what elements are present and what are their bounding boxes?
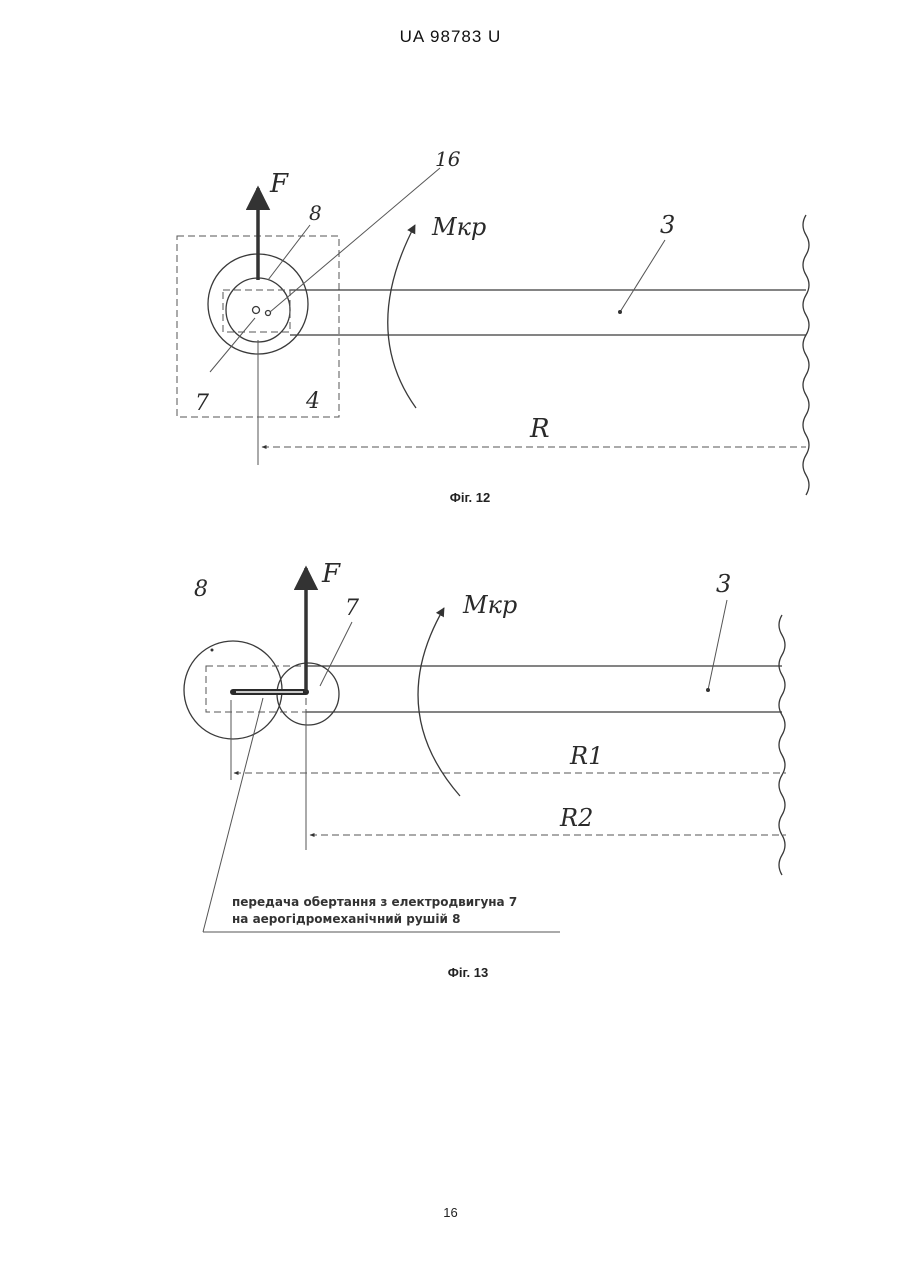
- label-force: F: [269, 169, 289, 199]
- figure-12: F 16 8 Mкр 3 7 4 R: [177, 147, 809, 495]
- label-radius-1: R1: [569, 742, 603, 770]
- torque-arrow: [418, 608, 460, 796]
- torque-arrow: [388, 225, 416, 408]
- label-7: 7: [195, 391, 209, 416]
- label-torque: Mкр: [431, 213, 486, 241]
- label-3: 3: [660, 211, 675, 239]
- figure-13: 8 F 7 Mкр 3 R1 R2 передача обертання з е…: [184, 559, 786, 932]
- leader-3: [620, 240, 665, 312]
- label-8: 8: [194, 577, 208, 602]
- label-torque: Mкр: [462, 591, 517, 619]
- label-force: F: [321, 559, 341, 589]
- label-16: 16: [435, 147, 461, 171]
- label-7: 7: [345, 596, 359, 621]
- leader-7: [210, 318, 255, 372]
- break-line: [803, 215, 809, 495]
- figure-13-caption: Фіг. 13: [368, 965, 568, 980]
- dashed-mount-box: [223, 290, 290, 332]
- leader-3: [708, 600, 727, 690]
- label-8: 8: [309, 201, 322, 225]
- label-radius: R: [529, 414, 550, 444]
- label-4: 4: [305, 389, 320, 414]
- label-3: 3: [716, 570, 731, 598]
- motor-7-circle: [226, 278, 290, 342]
- note-line-2: на аерогідромеханічний рушій 8: [232, 912, 460, 926]
- note-line-1: передача обертання з електродвигуна 7: [232, 895, 517, 909]
- leader-8: [268, 225, 310, 280]
- break-line: [779, 615, 785, 875]
- point-16: [266, 311, 271, 316]
- figure-12-caption: Фіг. 12: [370, 490, 570, 505]
- leader-7: [320, 622, 352, 686]
- axis-point: [253, 307, 260, 314]
- page-number: 16: [0, 1205, 901, 1220]
- label-radius-2: R2: [559, 804, 593, 832]
